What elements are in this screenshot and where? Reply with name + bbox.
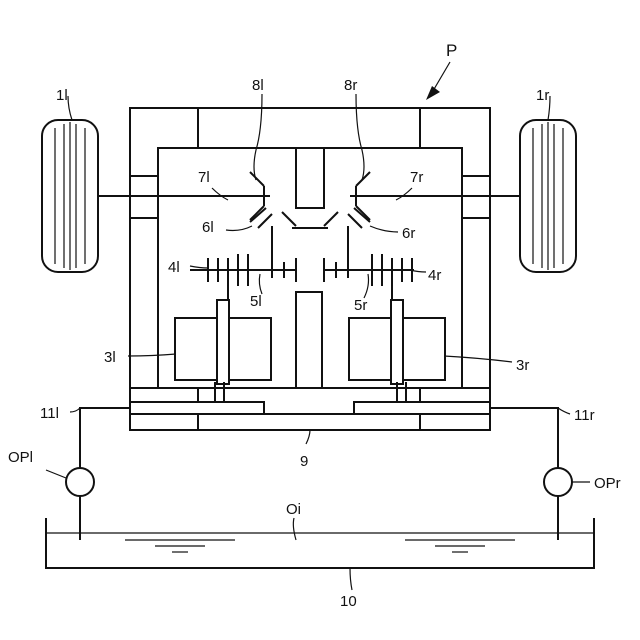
label-case-9: 9 [300, 453, 308, 470]
label-gear-5l: 5l [250, 293, 262, 310]
label-pump-left: OPl [8, 449, 33, 466]
label-shaft-7r: 7r [410, 169, 423, 186]
label-oil: Oi [286, 501, 301, 518]
label-gear-8r: 8r [344, 77, 357, 94]
motor-3l [175, 300, 271, 384]
label-pipe-11r: 11r [574, 407, 595, 424]
label-pump-right: OPr [594, 475, 621, 492]
oil-pump-right [544, 468, 572, 496]
pipe-left [80, 408, 130, 540]
label-gear-6r: 6r [402, 225, 415, 242]
label-motor-3l: 3l [104, 349, 116, 366]
label-shaft-7l: 7l [198, 169, 210, 186]
label-wheel-right: 1r [536, 87, 549, 104]
gear-train-left [190, 254, 296, 286]
label-gear-5r: 5r [354, 297, 367, 314]
center-partition [296, 148, 324, 388]
label-gear-6l: 6l [202, 219, 214, 236]
wheel-right [520, 120, 576, 272]
pinion-gear-6l [250, 208, 296, 228]
label-wheel-left: 1l [56, 87, 68, 104]
label-gear-4r: 4r [428, 267, 441, 284]
leader-lines [46, 62, 590, 590]
pinion-gear-6r [324, 208, 370, 228]
arrow-head [426, 86, 440, 100]
label-pipe-11l: 11l [40, 405, 59, 422]
bottom-passages [130, 382, 490, 430]
label-gear-4l: 4l [168, 259, 180, 276]
oil-tank [46, 518, 594, 568]
wheel-left [42, 120, 98, 272]
pipe-right [490, 408, 558, 540]
label-gear-8l: 8l [252, 77, 264, 94]
oil-pump-left [66, 468, 94, 496]
label-tank-10: 10 [340, 593, 357, 610]
label-P: P [446, 41, 457, 60]
label-motor-3r: 3r [516, 357, 529, 374]
